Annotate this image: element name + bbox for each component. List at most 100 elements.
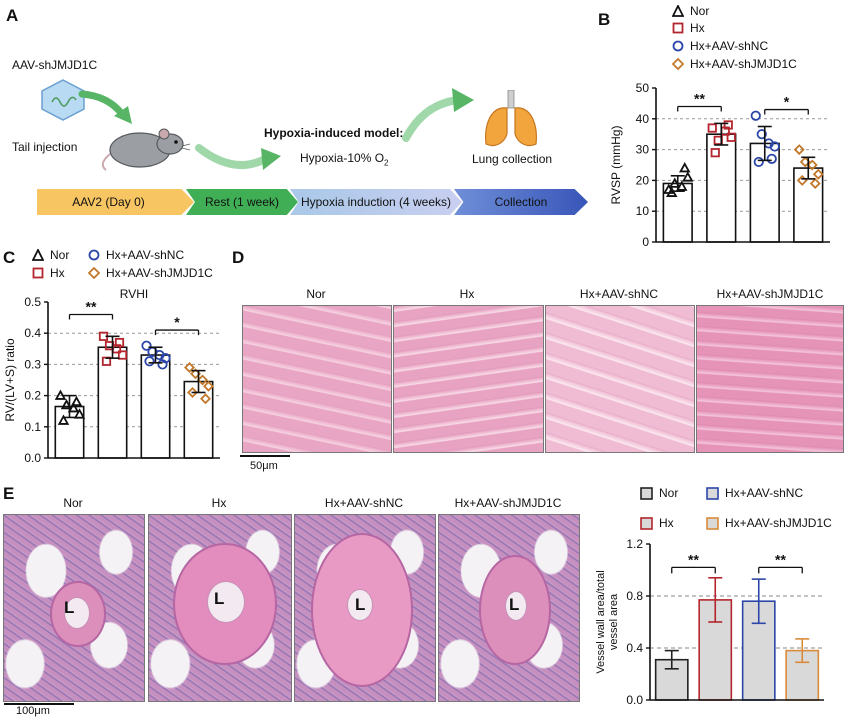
bar-3 <box>140 354 171 459</box>
micro-e-image-shjmjd1c: L <box>438 514 580 702</box>
square-swatch-icon <box>640 516 653 530</box>
square-swatch-icon <box>706 516 719 530</box>
timeline-step-rest: Rest (1 week) <box>186 189 298 215</box>
legend-e-hx: Hx <box>640 516 674 530</box>
scale-label-d: 50μm <box>250 460 278 472</box>
micro-e-caption-nor: Nor <box>63 496 83 510</box>
data-point <box>676 180 688 191</box>
model-desc-text: Hypoxia-10% O <box>300 151 385 165</box>
data-point <box>682 171 694 182</box>
scale-bar-d <box>240 455 290 457</box>
data-point <box>710 148 720 158</box>
y-axis-label: RVSP (mmHg) <box>609 126 623 205</box>
lumen-marker: L <box>214 589 225 608</box>
micro-e-image-shnc: L <box>294 514 436 702</box>
y-tick-label: 0.4 <box>626 641 643 655</box>
micro-d-image-nor <box>242 305 392 453</box>
micro-e-caption-hx: Hx <box>211 496 227 510</box>
y-tick-label: 1.2 <box>626 537 643 551</box>
y-tick-label: 20 <box>636 173 650 187</box>
mouse-icon <box>101 128 190 171</box>
micro-e-caption-shnc: Hx+AAV-shNC <box>324 496 404 510</box>
micro-d-caption-shjmjd1c: Hx+AAV-shJMJD1C <box>716 287 824 301</box>
data-point <box>117 350 128 360</box>
curved-arrow-icon <box>78 90 132 124</box>
data-point <box>679 162 691 173</box>
data-point <box>669 177 681 188</box>
data-point <box>707 123 717 133</box>
data-point <box>726 132 736 142</box>
sig-label: * <box>174 314 180 330</box>
virus-icon <box>41 79 85 121</box>
injection-label: Tail injection <box>12 140 78 154</box>
circle-marker-icon <box>88 249 100 261</box>
micro-d-caption-nor: Nor <box>306 287 326 301</box>
data-point <box>809 178 821 189</box>
data-point <box>73 408 86 419</box>
micro-d-image-shjmjd1c <box>696 305 844 453</box>
y-tick-label: 0.1 <box>24 420 41 434</box>
sig-label: ** <box>86 298 97 314</box>
legend-b-nor-label: Nor <box>690 4 710 18</box>
sig-label: ** <box>775 551 786 567</box>
diamond-marker-icon <box>88 267 100 279</box>
vessel-lumen <box>505 591 527 621</box>
sig-label: ** <box>688 551 699 567</box>
rise-arrow-icon <box>402 88 474 142</box>
micro-e-image-nor: L <box>3 514 145 702</box>
data-point <box>57 414 70 425</box>
data-point <box>197 374 208 386</box>
legend-b-hx-label: Hx <box>690 21 705 35</box>
virus-label: AAV-shJMJD1C <box>12 58 98 72</box>
legend-e-shjmjd1c-label: Hx+AAV-shJMJD1C <box>725 516 832 530</box>
data-point <box>60 398 73 410</box>
legend-e-shnc-label: Hx+AAV-shNC <box>725 486 804 500</box>
timeline-step-collection-label: Collection <box>494 195 548 209</box>
micro-e-image-hx: L <box>148 514 292 702</box>
square-marker-icon <box>32 267 44 279</box>
sig-label: ** <box>694 90 705 106</box>
data-point <box>203 380 214 392</box>
data-point <box>793 144 805 156</box>
square-swatch-icon <box>640 486 653 500</box>
triangle-marker-icon <box>672 5 684 17</box>
timeline-step-aav: AAV2 (Day 0) <box>37 189 194 215</box>
legend-b-shjmjd1c-label: Hx+AAV-shJMJD1C <box>690 57 797 71</box>
data-point <box>756 129 767 140</box>
lung-icon <box>485 90 537 147</box>
legend-c-shnc-label: Hx+AAV-shNC <box>106 248 185 262</box>
lumen-marker: L <box>509 595 520 614</box>
data-point <box>114 337 125 348</box>
vessel-lumen <box>207 581 245 623</box>
legend-e-nor: Nor <box>640 486 678 500</box>
micro-e-caption-shjmjd1c: Hx+AAV-shJMJD1C <box>454 496 562 510</box>
data-point <box>806 159 818 171</box>
legend-e-shjmjd1c: Hx+AAV-shJMJD1C <box>706 516 832 530</box>
y-axis-label-line2: vessel area <box>608 593 620 650</box>
legend-c-nor-label: Nor <box>50 248 70 262</box>
legend-c-nor: Nor <box>32 248 69 262</box>
square-marker-icon <box>672 22 684 34</box>
model-desc-sub: 2 <box>384 158 389 168</box>
y-tick-label: 0.2 <box>24 389 41 403</box>
scale-label-e: 100μm <box>16 705 50 717</box>
data-point <box>144 356 155 367</box>
panel-label-b: B <box>598 10 611 29</box>
legend-b-shnc-label: Hx+AAV-shNC <box>690 39 769 53</box>
triangle-marker-icon <box>32 249 44 261</box>
timeline-step-aav-label: AAV2 (Day 0) <box>72 195 145 209</box>
lumen-marker: L <box>64 598 75 617</box>
data-point <box>200 393 211 405</box>
timeline-step-rest-label: Rest (1 week) <box>204 195 280 209</box>
legend-e-hx-label: Hx <box>659 516 674 530</box>
timeline-step-hypoxia: Hypoxia induction (4 weeks) <box>290 189 462 215</box>
y-axis-label: Vessel wall area/total <box>595 570 607 673</box>
data-point <box>769 141 780 152</box>
legend-b-hx: Hx <box>672 21 705 35</box>
y-tick-label: 50 <box>636 81 650 95</box>
data-point <box>70 395 83 407</box>
micro-d-caption-hx: Hx <box>459 287 475 301</box>
circle-marker-icon <box>672 40 684 52</box>
